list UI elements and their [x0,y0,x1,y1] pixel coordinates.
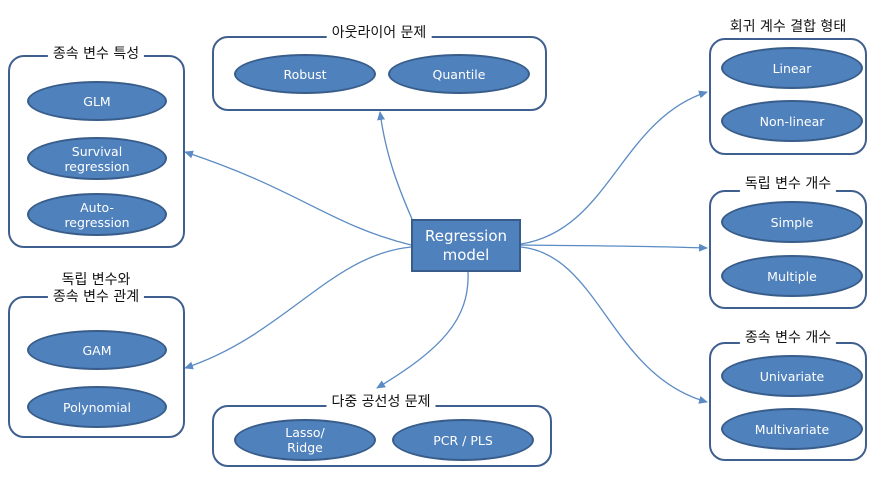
group-title-multicollinearity: 다중 공선성 문제 [326,394,436,411]
node-pcr-pls[interactable]: PCR / PLS [392,419,534,461]
node-multiple[interactable]: Multiple [721,255,863,297]
group-title-dependent-var-traits: 종속 변수 특성 [47,46,145,63]
node-simple[interactable]: Simple [721,201,863,243]
arrow-to-dependent-var-traits [184,150,412,246]
node-robust[interactable]: Robust [234,54,376,94]
arrow-to-num-dependent [520,246,708,404]
node-gam[interactable]: GAM [27,330,167,370]
group-title-var-relationship: 독립 변수와 종속 변수 관계 [47,272,145,306]
group-title-coef-form: 회귀 계수 결합 형태 [724,19,852,36]
node-survival-regression[interactable]: Survival regression [27,137,167,180]
group-title-num-independent: 독립 변수 개수 [739,176,837,193]
node-auto-regression[interactable]: Auto- regression [27,193,167,236]
arrow-to-coef-form [520,90,708,245]
arrow-to-num-independent [520,243,708,252]
node-glm[interactable]: GLM [27,81,167,121]
node-non-linear[interactable]: Non-linear [721,100,863,142]
group-title-outlier: 아웃라이어 문제 [326,25,432,42]
center-node-regression-model[interactable]: Regression model [411,219,521,272]
arrow-to-relationship [184,246,412,370]
node-polynomial[interactable]: Polynomial [27,386,167,428]
arrow-to-multicollinearity [376,271,469,389]
node-quantile[interactable]: Quantile [388,54,530,94]
node-lasso-ridge[interactable]: Lasso/ Ridge [234,419,376,461]
node-multivariate[interactable]: Multivariate [721,408,863,450]
arrow-to-outlier [377,111,413,220]
node-linear[interactable]: Linear [721,47,863,89]
group-title-num-dependent: 종속 변수 개수 [739,330,837,347]
node-univariate[interactable]: Univariate [721,355,863,397]
